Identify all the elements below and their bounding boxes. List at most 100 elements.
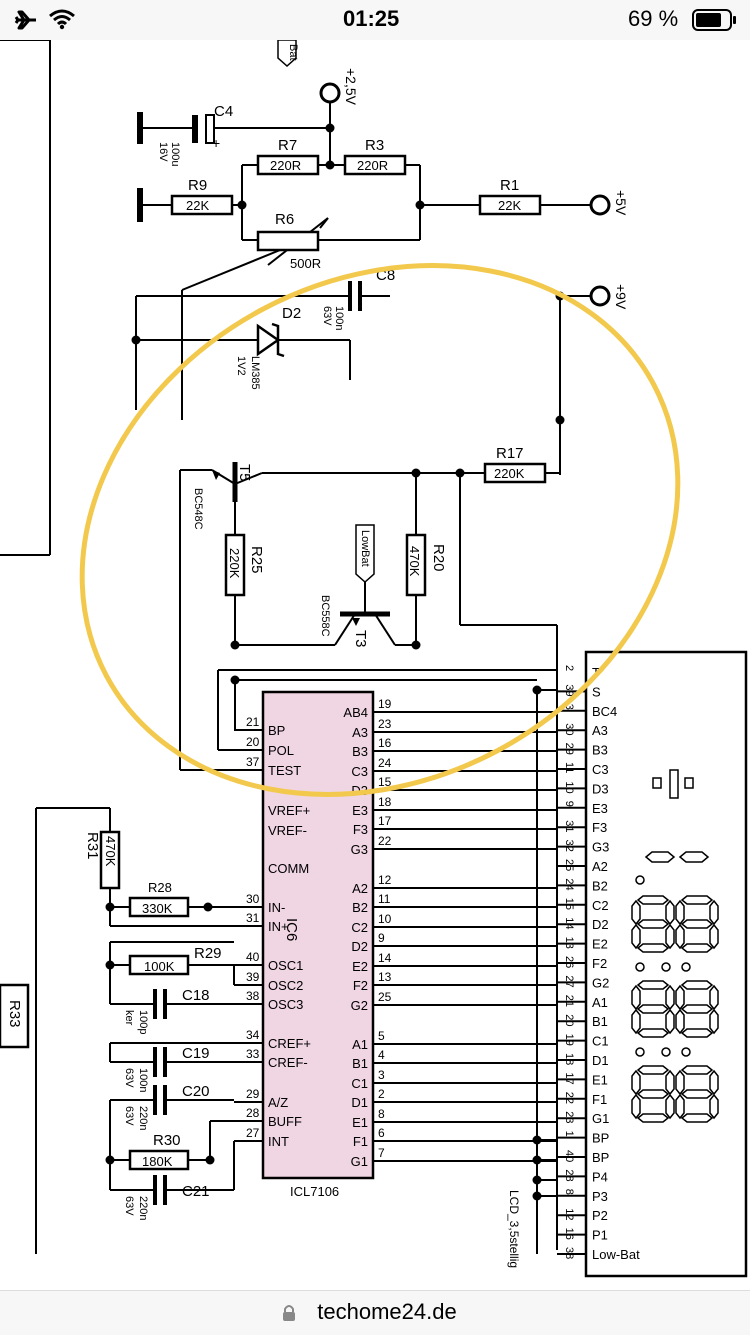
junction-dot xyxy=(415,200,425,210)
ic-pin-number: 16 xyxy=(378,736,392,750)
lcd-segment xyxy=(665,899,675,926)
r17-resistor xyxy=(483,462,547,484)
r7-value: 220R xyxy=(270,158,301,173)
ic6-chip xyxy=(261,690,375,1180)
ic6-body xyxy=(261,690,375,1180)
status-bar: 01:25 69 % xyxy=(0,0,750,40)
junction-dot xyxy=(411,468,421,478)
ic-pin-name-A2: A2 xyxy=(352,881,368,896)
r28-resistor xyxy=(128,896,190,918)
battery-icon xyxy=(692,9,736,31)
r6-potentiometer xyxy=(256,230,320,252)
lcd-pin-number: 23 xyxy=(563,1111,575,1123)
lcd-decimal-point xyxy=(681,1047,691,1057)
lock-icon xyxy=(283,1305,295,1321)
r9-value: 22K xyxy=(186,198,209,213)
ic-pin-number: 28 xyxy=(246,1106,260,1120)
lcd-pin-name-B1: B1 xyxy=(592,1014,608,1029)
c4-capacitor xyxy=(205,114,215,144)
junction-dot xyxy=(532,685,542,695)
lcd-segment xyxy=(680,895,714,905)
lcd-pin-number: 21 xyxy=(563,995,575,1007)
browser-url-bar[interactable]: techome24.de xyxy=(0,1290,750,1335)
lcd-decimal-point xyxy=(635,875,645,885)
lcd-segment xyxy=(680,1004,714,1014)
lcd-pin-number: 38 xyxy=(563,1247,575,1259)
junction-dot xyxy=(131,335,141,345)
lcd-digit xyxy=(631,980,675,1038)
lcd-pin-name-P2: P2 xyxy=(592,1208,608,1223)
ic-pin-number: 34 xyxy=(246,1028,260,1042)
lcd-segment xyxy=(636,1004,670,1014)
lcd-pin-number: 32 xyxy=(563,840,575,852)
ic-pin-number: 11 xyxy=(378,892,391,906)
lcd-digit xyxy=(675,980,719,1038)
d2-zener-diode xyxy=(256,323,281,357)
ic-pin-number: 30 xyxy=(246,892,260,906)
junction-dot xyxy=(325,160,335,170)
ic-pin-number: 23 xyxy=(378,717,392,731)
ic-pin-name-IN-: IN- xyxy=(268,900,285,915)
lcd-segment xyxy=(675,899,685,926)
ic-pin-number: 15 xyxy=(378,775,392,789)
lcd-pin-name-C2: C2 xyxy=(592,898,609,913)
lcd-pin-name-S: S xyxy=(592,684,601,699)
c19-label: C19 xyxy=(182,1045,210,1062)
c4-label: C4 xyxy=(214,103,233,120)
lcd-pin-name-C3: C3 xyxy=(592,762,609,777)
ic-pin-name-COMM: COMM xyxy=(268,861,309,876)
lcd-pin-number: 27 xyxy=(563,975,575,987)
lcd-pin-name-F2: F2 xyxy=(592,956,607,971)
lcd-pin-number: 29 xyxy=(563,743,575,755)
ic-pin-name-F2: F2 xyxy=(353,978,368,993)
lcd-segment xyxy=(680,1065,714,1075)
lcd-pin-name-E3: E3 xyxy=(592,801,608,816)
ic-pin-number: 39 xyxy=(246,970,260,984)
lcd-segment xyxy=(709,1069,719,1096)
ic-pin-number: 21 xyxy=(246,715,260,729)
lcd-digit xyxy=(675,1065,719,1123)
ic-pin-number: 22 xyxy=(378,834,392,848)
lcd-segment xyxy=(636,943,670,953)
lcd-bc4-symbol xyxy=(669,769,679,799)
r3-value: 220R xyxy=(357,158,388,173)
r31-label: R31 xyxy=(84,832,101,860)
wifi-icon xyxy=(49,9,75,30)
components xyxy=(0,40,611,1205)
lcd-pin-number: 20 xyxy=(563,1014,575,1026)
ic-pin-name-G2: G2 xyxy=(351,998,368,1013)
ic-pin-name-CREF-: CREF- xyxy=(268,1055,308,1070)
r28-value: 330K xyxy=(142,901,173,916)
lcd-pin-number: 26 xyxy=(563,956,575,968)
lcd-segment xyxy=(709,984,719,1011)
r30-value: 180K xyxy=(142,1154,173,1169)
c8-voltage: 63V xyxy=(321,306,333,326)
c4-plus-label: + xyxy=(212,135,220,151)
c4-value: 100u xyxy=(169,142,181,166)
c19-voltage: 63V xyxy=(123,1068,135,1088)
c21-value: 220n xyxy=(137,1196,149,1220)
supply-terminal-9v xyxy=(589,285,611,307)
ic-pin-number: 17 xyxy=(378,814,392,828)
ic-pin-name-G1: G1 xyxy=(351,1154,368,1169)
lcd-segment xyxy=(636,1065,670,1075)
lcd-segment xyxy=(680,980,714,990)
r7-label: R7 xyxy=(278,137,297,154)
c21-label: C21 xyxy=(182,1183,210,1200)
ic-pin-number: 29 xyxy=(246,1087,260,1101)
supply-label-2v5: +2,5V xyxy=(343,68,359,106)
r33-resistor xyxy=(0,983,30,1049)
ic-pin-name-OSC3: OSC3 xyxy=(268,997,303,1012)
ic-pin-name-C1: C1 xyxy=(351,1076,368,1091)
ic-pin-number: 25 xyxy=(378,990,392,1004)
junction-dot xyxy=(237,200,247,210)
t5-type: BC548C xyxy=(192,488,204,530)
t5-emitter xyxy=(234,472,263,485)
ic-pin-name-OSC2: OSC2 xyxy=(268,978,303,993)
lcd-segment xyxy=(680,919,714,929)
lcd-pin-name-G1: G1 xyxy=(592,1111,609,1126)
junction-dot xyxy=(230,675,240,685)
lcd-pin-name-P3: P3 xyxy=(592,1189,608,1204)
junction-dot xyxy=(555,415,565,425)
lcd-segment xyxy=(709,923,719,950)
